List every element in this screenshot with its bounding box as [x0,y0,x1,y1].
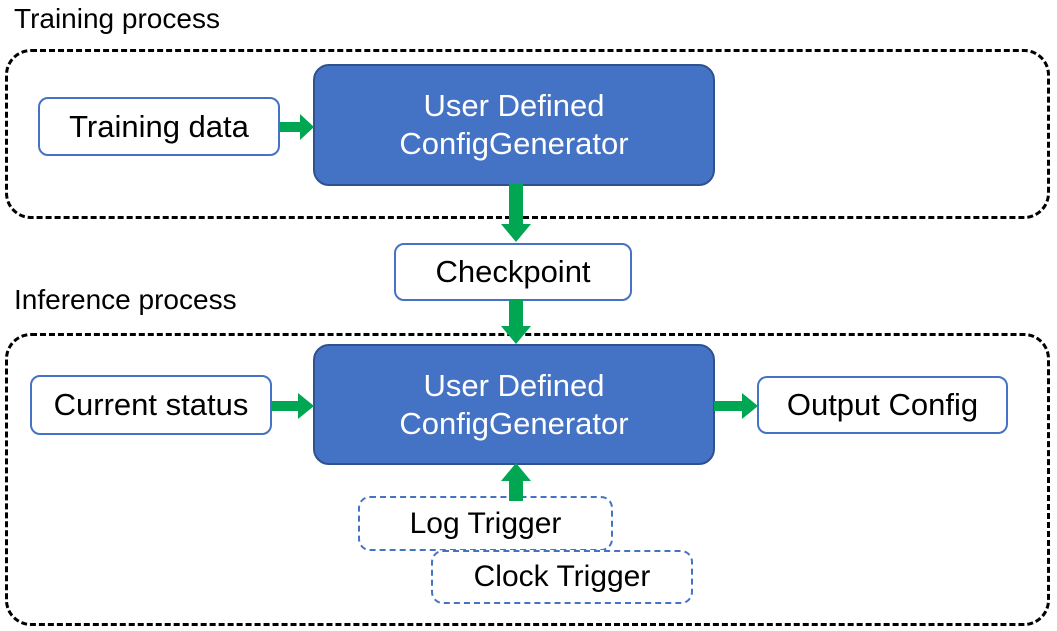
node-udcg-inference-line2: ConfigGenerator [399,405,629,441]
node-udcg-training-line1: User Defined [423,88,605,123]
training-process-container [5,49,1050,219]
node-log-trigger[interactable]: Log Trigger [358,496,613,551]
node-training-data-label: Training data [69,108,249,144]
arrow-current-status-to-config-generator [272,387,316,425]
node-user-defined-config-generator-inference[interactable]: User Defined ConfigGenerator [313,344,715,465]
inference-process-label: Inference process [14,284,237,315]
node-udcg-inference-line1: User Defined [423,367,605,403]
arrow-triggers-to-config-generator [497,463,535,503]
arrow-training-data-to-config-generator [280,108,316,146]
node-clock-trigger[interactable]: Clock Trigger [431,550,693,604]
node-log-trigger-label: Log Trigger [409,506,562,540]
training-process-label: Training process [14,3,220,34]
node-output-config[interactable]: Output Config [757,376,1008,434]
node-udcg-training-line2: ConfigGenerator [399,126,629,161]
arrow-checkpoint-to-config-generator [497,299,535,347]
node-checkpoint[interactable]: Checkpoint [394,243,632,301]
node-output-config-label: Output Config [786,387,979,422]
inference-process-container [5,333,1050,626]
node-current-status-label: Current status [53,387,249,422]
node-checkpoint-label: Checkpoint [435,254,591,289]
arrow-config-generator-to-checkpoint [497,184,535,246]
node-user-defined-config-generator-training[interactable]: User Defined ConfigGenerator [313,64,715,186]
node-clock-trigger-label: Clock Trigger [473,560,651,593]
node-training-data[interactable]: Training data [38,97,280,156]
node-current-status[interactable]: Current status [30,375,272,435]
arrow-config-generator-to-output-config [714,387,760,425]
